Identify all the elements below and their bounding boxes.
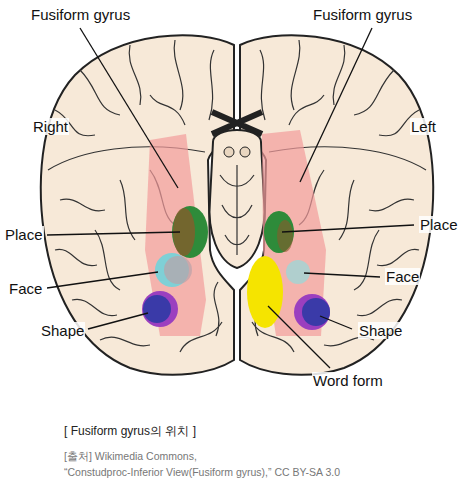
fusiform-regions xyxy=(142,130,330,336)
mammillary-body xyxy=(240,147,250,157)
leader-line xyxy=(320,316,352,329)
shape-area xyxy=(294,294,330,330)
right-hemisphere xyxy=(41,35,234,375)
source-note: [출처] Wikimedia Commons, xyxy=(64,450,197,463)
area-label: Word form xyxy=(312,372,384,389)
shape-area-core xyxy=(143,295,171,323)
word-form-area xyxy=(247,256,283,328)
shape-area-core xyxy=(302,298,330,326)
shape-area xyxy=(142,291,178,327)
leader-line xyxy=(304,273,380,277)
area-label: Shape xyxy=(40,322,85,339)
source-note: “Constudproc-Inferior View(Fusiform gyru… xyxy=(64,466,340,479)
region-label: Fusiform gyrus xyxy=(30,6,131,23)
leader-line xyxy=(268,306,330,368)
area-label: Shape xyxy=(358,322,403,339)
leader-line xyxy=(47,232,180,235)
mammillary-body xyxy=(224,147,234,157)
area-label: Face xyxy=(8,280,43,297)
place-overlap xyxy=(277,220,293,252)
brainstem-detail xyxy=(220,165,254,255)
leader-line xyxy=(300,28,372,182)
leader-line xyxy=(282,225,414,232)
side-label: Left xyxy=(410,118,437,135)
brainstem-outline xyxy=(210,130,265,268)
left-hemisphere xyxy=(240,35,433,375)
face-overlap xyxy=(164,256,192,284)
region-label: Fusiform gyrus xyxy=(312,6,413,23)
figure-caption: [ Fusiform gyrus의 위치 ] xyxy=(64,424,196,439)
area-label: Place xyxy=(4,226,44,243)
face-area xyxy=(286,260,310,284)
area-label: Place xyxy=(419,216,459,233)
brainstem xyxy=(210,112,265,268)
leader-line xyxy=(47,272,158,288)
leader-line xyxy=(80,28,178,188)
leader-line xyxy=(88,313,148,329)
side-label: Right xyxy=(32,118,69,135)
area-label: Face xyxy=(385,268,420,285)
leader-lines xyxy=(47,28,414,368)
